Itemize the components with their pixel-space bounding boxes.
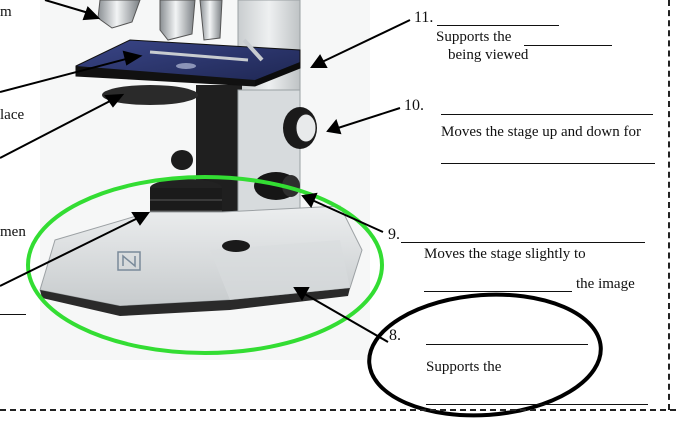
- label-9-text-1: Moves the stage slightly to: [424, 246, 586, 262]
- label-10-text: Moves the stage up and down for: [441, 124, 641, 140]
- base-foot: [40, 288, 350, 316]
- left-fragment-specimen: men: [0, 224, 26, 240]
- left-fragment-top: m: [0, 4, 12, 20]
- label-10-number: 10.: [404, 97, 424, 114]
- objective-lens-3: [199, 0, 223, 41]
- dashed-border-right: [668, 0, 670, 410]
- label-8-circle: [367, 292, 603, 418]
- light-switch: [222, 240, 250, 252]
- objective-lens-2: [159, 0, 196, 41]
- left-fragment-blank: [0, 314, 26, 315]
- label-9-number: 9.: [388, 226, 400, 243]
- brand-logo: [117, 251, 141, 271]
- condenser: [102, 85, 198, 105]
- dashed-border-bottom: [0, 409, 676, 411]
- label-8-text: Supports the: [426, 359, 502, 375]
- label-8-second-blank: [426, 404, 648, 405]
- left-fragment-place: lace: [0, 107, 25, 123]
- label-11-text-2: being viewed: [448, 47, 529, 63]
- base-highlight-circle: [26, 175, 384, 355]
- label-10-name-blank: [441, 114, 653, 115]
- label-9-name-blank: [401, 242, 645, 243]
- stage-clip: [149, 50, 249, 62]
- label-9-text-2: the image: [576, 276, 635, 292]
- label-8-name-blank: [426, 344, 588, 345]
- stage-edge: [76, 66, 255, 86]
- left-knob: [171, 150, 193, 170]
- label-11-number: 11.: [414, 9, 434, 26]
- objective-lens-1: [97, 0, 141, 29]
- label-11-inline-blank: [524, 45, 612, 46]
- label-11-text-1: Supports the: [436, 29, 512, 45]
- label-8-number: 8.: [389, 327, 401, 344]
- label-9-inline-blank: [424, 291, 572, 292]
- label-11-name-blank: [437, 25, 559, 26]
- pointer-lines: [0, 0, 411, 343]
- label-10-second-blank: [441, 163, 655, 164]
- stage-opening: [176, 63, 196, 69]
